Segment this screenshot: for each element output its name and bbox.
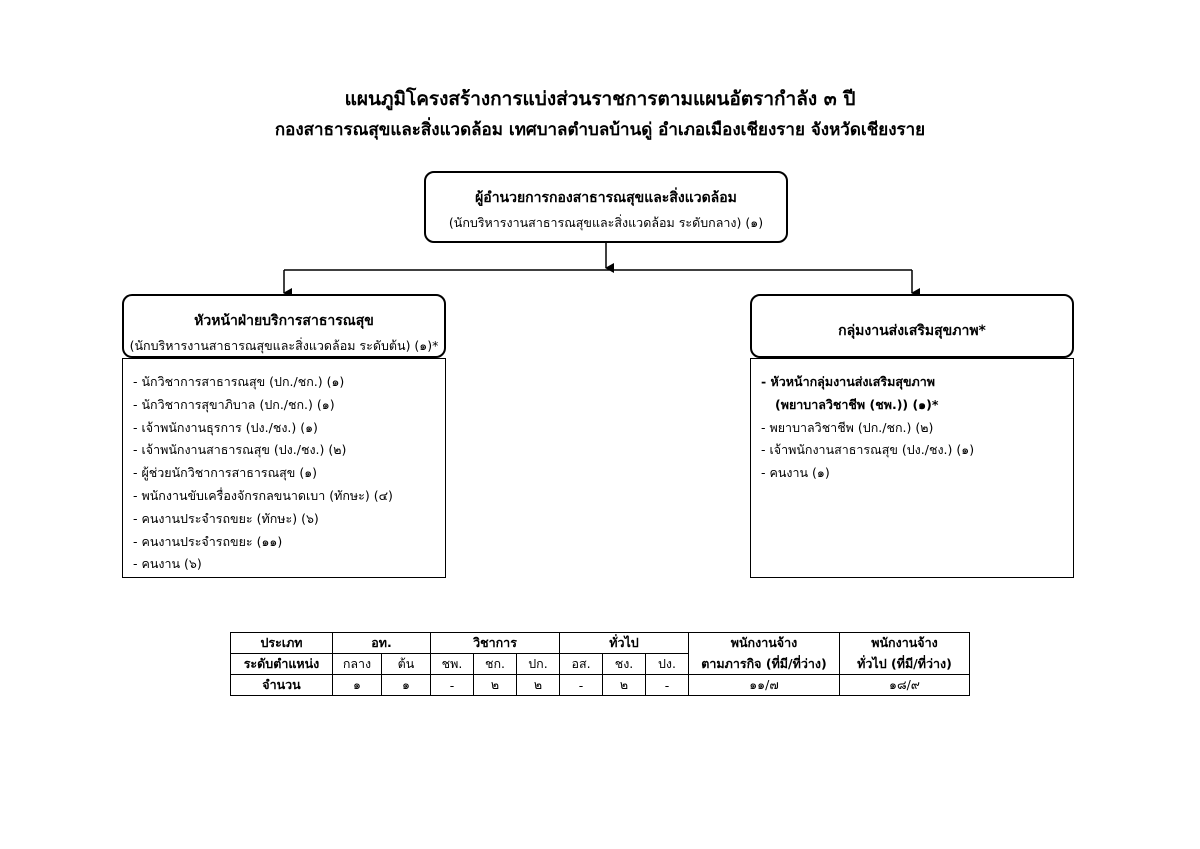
count-cell: - xyxy=(559,674,603,696)
public-health-service-staff-list: - นักวิชาการสาธารณสุข (ปก./ชก.) (๑) - นั… xyxy=(122,358,446,578)
list-item: - นักวิชาการสุขาภิบาล (ปก./ชก.) (๑) xyxy=(133,396,335,412)
list-item: - คนงานประจำรถขยะ (ทักษะ) (๖) xyxy=(133,510,319,526)
health-promotion-staff-list: - หัวหน้ากลุ่มงานส่งเสริมสุขภาพ (พยาบาลว… xyxy=(750,358,1074,578)
list-item-head-position: (พยาบาลวิชาชีพ (ชพ.)) (๑)* xyxy=(775,396,939,412)
list-item: - พนักงานขับเครื่องจักรกลขนาดเบา (ทักษะ)… xyxy=(133,487,393,503)
level-cell: ชก. xyxy=(473,653,517,675)
level-header: ระดับตำแหน่ง xyxy=(230,653,333,675)
general-staff-header-line2: ทั่วไป (ที่มี/ที่ว่าง) xyxy=(839,653,970,675)
count-cell: ๒ xyxy=(473,674,517,696)
ot-group-header: อท. xyxy=(332,632,431,654)
list-item: - คนงาน (๖) xyxy=(133,556,202,572)
count-cell: ๑ xyxy=(381,674,431,696)
chart-subtitle: กองสาธารณสุขและสิ่งแวดล้อม เทศบาลตำบลบ้า… xyxy=(274,120,926,140)
list-item: - เจ้าพนักงานสาธารณสุข (ปง./ชง.) (๒) xyxy=(133,442,347,458)
level-cell: ชพ. xyxy=(430,653,474,675)
public-health-service-position: (นักบริหารงานสาธารณสุขและสิ่งแวดล้อม ระด… xyxy=(129,338,439,353)
list-item: - เจ้าพนักงานธุรการ (ปง./ชง.) (๑) xyxy=(133,419,318,435)
level-cell: ปก. xyxy=(516,653,560,675)
count-cell: ๑๘/๙ xyxy=(839,674,970,696)
count-cell: ๒ xyxy=(602,674,646,696)
type-header: ประเภท xyxy=(230,632,333,654)
list-item: - ผู้ช่วยนักวิชาการสาธารณสุข (๑) xyxy=(133,465,318,481)
health-promotion-box: กลุ่มงานส่งเสริมสุขภาพ* xyxy=(750,294,1074,358)
public-health-service-title: หัวหน้าฝ่ายบริการสาธารณสุข xyxy=(194,313,374,329)
list-item: - นักวิชาการสาธารณสุข (ปก./ชก.) (๑) xyxy=(133,374,345,389)
level-cell: กลาง xyxy=(332,653,382,675)
list-item: - คนงาน (๑) xyxy=(761,465,830,481)
summary-table: ประเภท อท. วิชาการ ทั่วไป พนักงานจ้าง พน… xyxy=(230,632,970,696)
count-cell: - xyxy=(430,674,474,696)
count-cell: ๑ xyxy=(332,674,382,696)
public-health-service-box: หัวหน้าฝ่ายบริการสาธารณสุข (นักบริหารงาน… xyxy=(122,294,446,358)
list-item: - คนงานประจำรถขยะ (๑๑) xyxy=(133,533,283,549)
director-title: ผู้อำนวยการกองสาธารณสุขและสิ่งแวดล้อม xyxy=(475,190,737,206)
academic-group-header: วิชาการ xyxy=(430,632,560,654)
level-cell: ชง. xyxy=(602,653,646,675)
list-item: - พยาบาลวิชาชีพ (ปก./ชก.) (๒) xyxy=(761,419,934,435)
mission-staff-header-line2: ตามภารกิจ (ที่มี/ที่ว่าง) xyxy=(688,653,840,675)
count-cell: ๑๑/๗ xyxy=(688,674,840,696)
count-cell: - xyxy=(645,674,689,696)
level-cell: ต้น xyxy=(381,653,431,675)
health-promotion-title: กลุ่มงานส่งเสริมสุขภาพ* xyxy=(838,323,986,339)
list-item-head: - หัวหน้ากลุ่มงานส่งเสริมสุขภาพ xyxy=(761,374,935,389)
level-cell: ปง. xyxy=(645,653,689,675)
chart-title: แผนภูมิโครงสร้างการแบ่งส่วนราชการตามแผนอ… xyxy=(344,88,856,110)
level-cell: อส. xyxy=(559,653,603,675)
director-position: (นักบริหารงานสาธารณสุขและสิ่งแวดล้อม ระด… xyxy=(448,215,764,230)
count-header: จำนวน xyxy=(230,674,333,696)
general-group-header: ทั่วไป xyxy=(559,632,689,654)
director-box: ผู้อำนวยการกองสาธารณสุขและสิ่งแวดล้อม (น… xyxy=(424,171,788,243)
list-item: - เจ้าพนักงานสาธารณสุข (ปง./ชง.) (๑) xyxy=(761,442,975,458)
count-cell: ๒ xyxy=(516,674,560,696)
mission-staff-header-line1: พนักงานจ้าง xyxy=(688,632,840,654)
general-staff-header-line1: พนักงานจ้าง xyxy=(839,632,970,654)
